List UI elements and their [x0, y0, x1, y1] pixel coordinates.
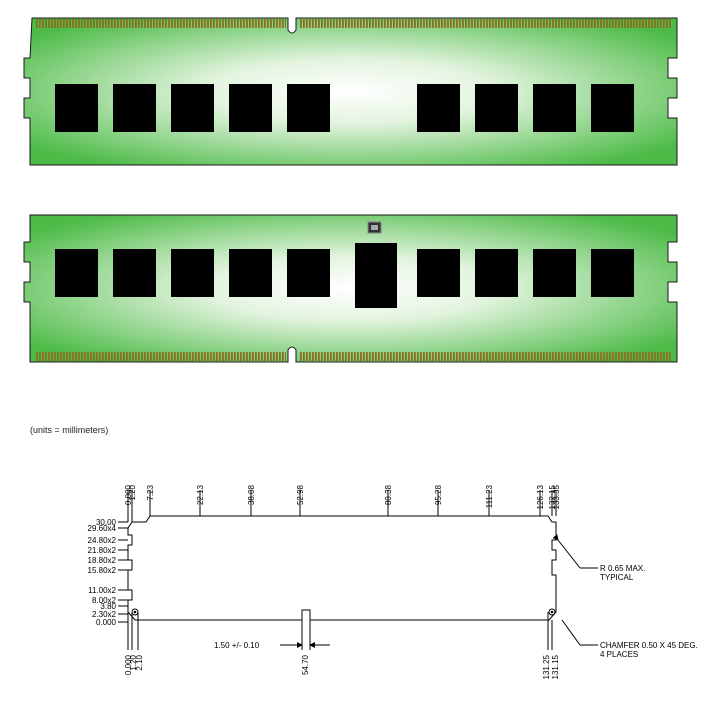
gold-pins-left	[36, 19, 286, 28]
gold-pins-right	[300, 352, 672, 361]
left-dimension-label: 15.80x2	[88, 566, 117, 575]
top-dimension-label: 52.98	[296, 484, 305, 505]
top-dimension-label: 132.15	[548, 484, 557, 509]
dram-chip	[287, 249, 330, 297]
dram-chip	[417, 84, 460, 132]
spd-chip-core	[371, 225, 378, 230]
dram-chip	[591, 249, 634, 297]
top-dimension-label: 0.000	[124, 484, 133, 505]
left-dimension-label: 0.000	[96, 618, 117, 627]
mechanical-drawing	[118, 490, 598, 650]
mount-hole-right-dot	[550, 610, 554, 614]
top-dimension-label: 133.35	[552, 484, 561, 509]
dram-chip	[591, 84, 634, 132]
left-dimension-label: 21.80x2	[88, 546, 117, 555]
dram-chip	[171, 84, 214, 132]
left-dimension-ticks	[118, 521, 128, 623]
left-dimension-label: 11.00x2	[88, 586, 116, 595]
dram-chip	[533, 249, 576, 297]
gold-pins-left	[36, 352, 286, 361]
memory-module-top	[23, 17, 678, 166]
register-chip	[355, 243, 397, 308]
left-dimension-label: 18.80x2	[88, 556, 117, 565]
left-dimension-label: 2.30x2	[92, 610, 117, 619]
radius-note-line2: TYPICAL	[600, 573, 634, 582]
dram-chip	[475, 84, 518, 132]
dram-chip	[417, 249, 460, 297]
top-dimension-label: 126.13	[536, 484, 545, 509]
top-dimension-label: 7.23	[146, 484, 155, 500]
bottom-dimension-label: 1.20	[129, 654, 138, 670]
top-dimension-ticks	[127, 490, 557, 522]
top-dimension-label: 1.20	[128, 484, 137, 500]
dram-chip	[287, 84, 330, 132]
top-dimension-label: 38.08	[247, 484, 256, 505]
top-dimension-label: 80.38	[384, 484, 393, 505]
dram-chip	[229, 84, 272, 132]
mount-hole-left-dot	[133, 610, 137, 614]
module-outline	[127, 515, 557, 621]
gold-pins-right	[300, 19, 672, 28]
dram-chip	[55, 84, 98, 132]
left-dimension-label: 24.80x2	[88, 536, 117, 545]
dram-chips	[55, 84, 634, 132]
bottom-dimension-label: 2.10	[135, 654, 144, 670]
radius-note-line1: R 0.65 MAX.	[600, 564, 645, 573]
dram-chip	[229, 249, 272, 297]
dram-chip	[55, 249, 98, 297]
top-dimension-label: 111.23	[485, 484, 494, 508]
units-label: (units = millimeters)	[30, 425, 109, 435]
dram-chip	[475, 249, 518, 297]
left-dimension-label: 8.00x2	[92, 596, 117, 605]
left-dimension-label: 3.80	[100, 602, 116, 611]
mount-hole-left	[131, 608, 139, 616]
dram-chip	[113, 84, 156, 132]
top-dimension-label: 22.13	[196, 484, 205, 505]
chamfer-note-line1: CHAMFER 0.50 X 45 DEG.	[600, 641, 698, 650]
bottom-dimension-label: 131.25	[542, 654, 551, 679]
bottom-dimension-label: 0.000	[124, 654, 133, 675]
memory-module-bottom	[23, 214, 678, 363]
dram-chip	[113, 249, 156, 297]
dram-chips	[55, 249, 634, 297]
bottom-dimension-label: 131.15	[551, 654, 560, 679]
left-dimension-label: 29.60x4	[88, 524, 117, 533]
dram-chip	[171, 249, 214, 297]
notch-width-note: 1.50 +/- 0.10	[214, 641, 260, 650]
notch-position-label: 54.70	[301, 654, 310, 675]
top-dimension-label: 95.28	[434, 484, 443, 505]
dram-chip	[533, 84, 576, 132]
chamfer-note-line2: 4 PLACES	[600, 650, 638, 659]
left-dimension-label: 30.00	[96, 518, 117, 527]
mount-hole-right	[548, 608, 556, 616]
